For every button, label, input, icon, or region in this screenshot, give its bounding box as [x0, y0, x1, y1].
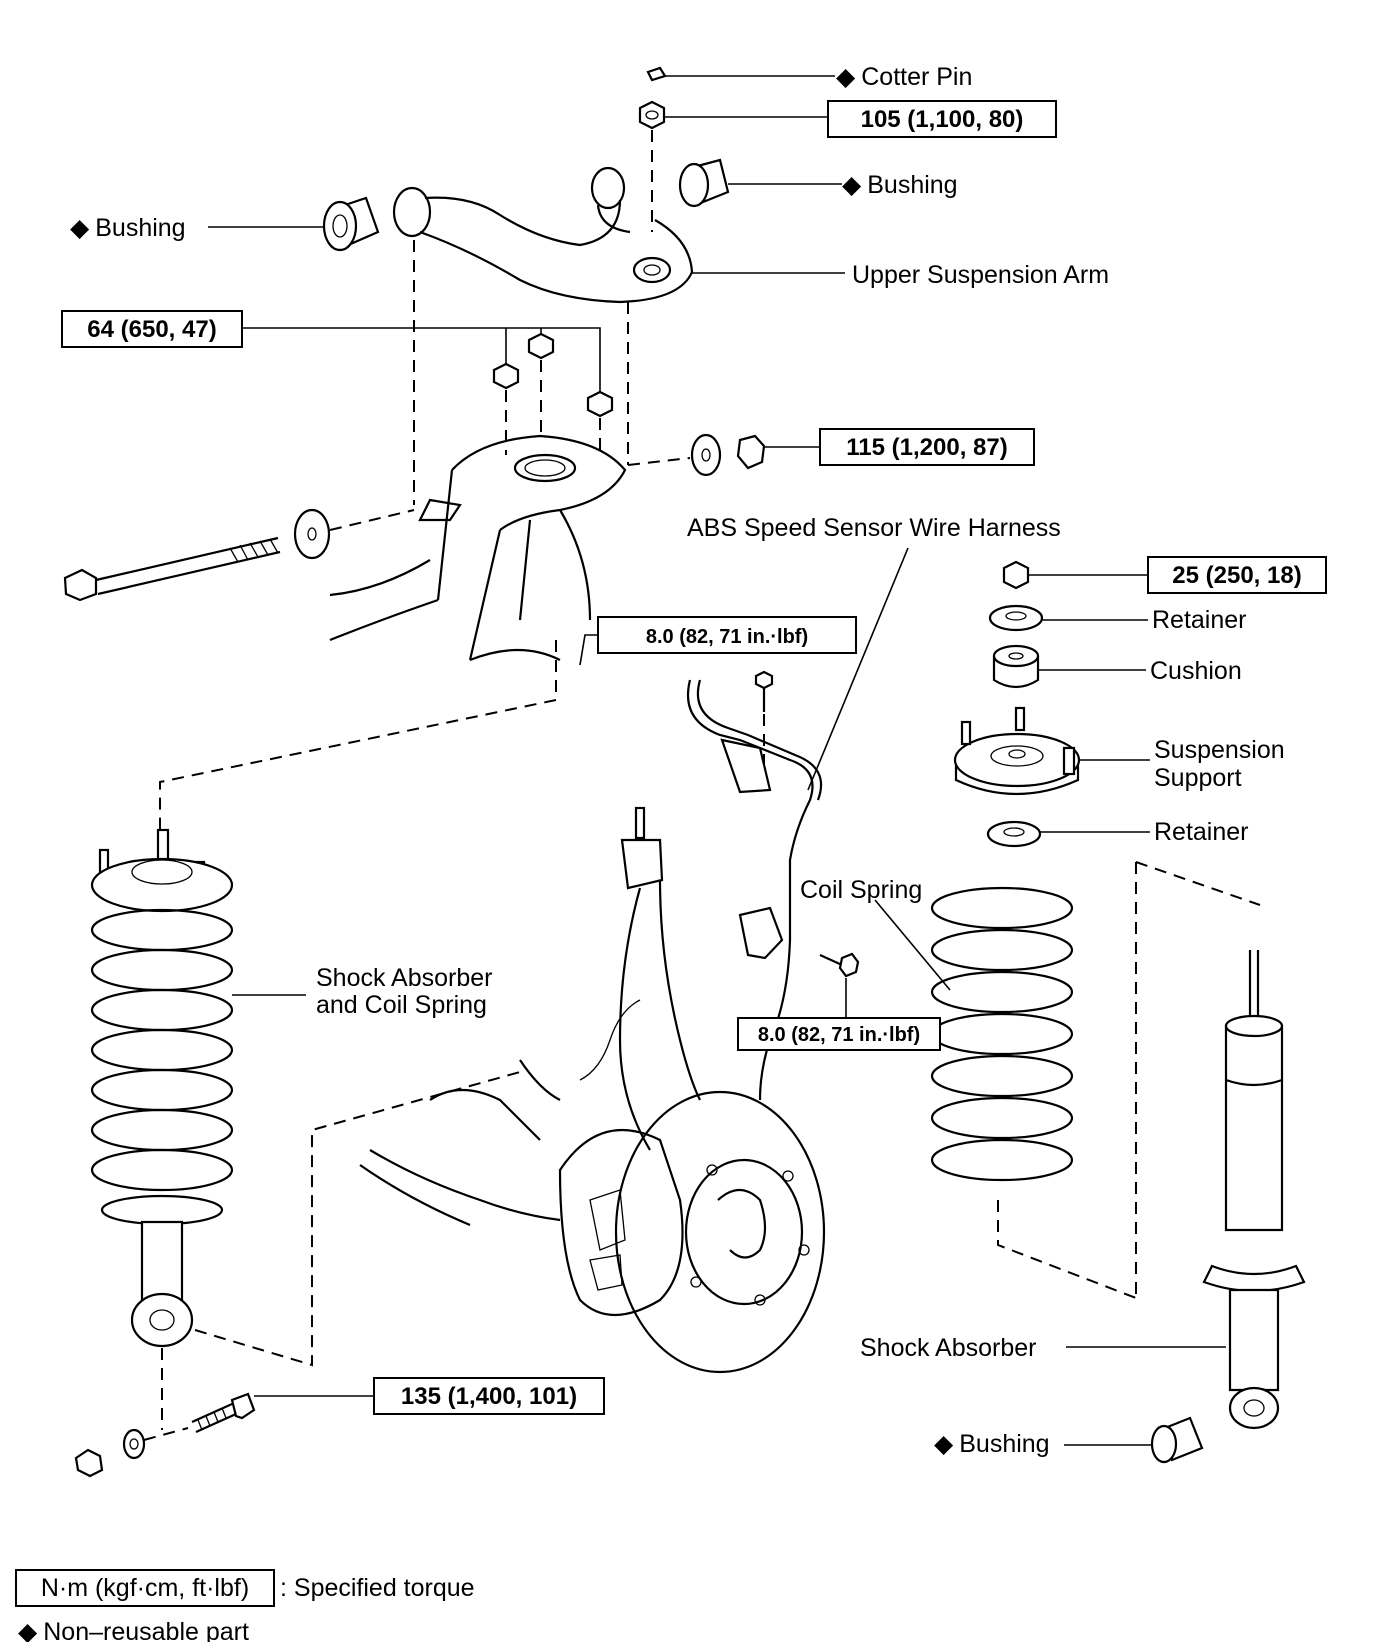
torque-box-abs-bolt-top: 8.0 (82, 71 in.·lbf)	[579, 616, 857, 666]
torque-box-lower-bolt: 135 (1,400, 101)	[373, 1377, 605, 1415]
label-bushing-top-right: Bushing	[867, 171, 957, 199]
retainer-top-part	[988, 604, 1148, 632]
castle-nut-part	[638, 100, 828, 130]
label-bushing-bottom: Bushing	[959, 1430, 1049, 1458]
svg-text:◆Bushing: ◆Bushing	[934, 1430, 1050, 1458]
steering-knuckle-and-disc-part	[359, 806, 826, 1374]
svg-text:115 (1,200, 87): 115 (1,200, 87)	[846, 434, 1007, 461]
coil-spring-part	[874, 886, 1074, 1182]
svg-text:◆Non–reusable part: ◆Non–reusable part	[18, 1618, 249, 1642]
torque-box-arm-bolts: 64 (650, 47)	[61, 310, 601, 395]
label-shock-coil-2: and Coil Spring	[316, 991, 487, 1019]
label-bushing-top-left: Bushing	[95, 214, 185, 242]
label-cotter-pin: Cotter Pin	[861, 63, 972, 91]
svg-text:25 (250, 18): 25 (250, 18)	[1172, 562, 1301, 589]
legend-unit-desc: : Specified torque	[280, 1574, 475, 1602]
svg-text:8.0 (82, 71 in.·lbf): 8.0 (82, 71 in.·lbf)	[646, 626, 808, 648]
label-coil-spring: Coil Spring	[800, 876, 922, 904]
svg-text:◆Bushing: ◆Bushing	[842, 171, 958, 199]
legend-unit-box: N·m (kgf·cm, ft·lbf)	[41, 1574, 249, 1602]
legend-torque: N·m (kgf·cm, ft·lbf) : Specified torque	[15, 1569, 475, 1607]
long-bolt-part	[63, 508, 331, 602]
bushing-top-left-part	[208, 196, 380, 252]
frame-bracket-part	[329, 434, 627, 662]
shock-and-coil-spring-assembly-part	[90, 828, 306, 1348]
label-upper-suspension-arm: Upper Suspension Arm	[852, 261, 1109, 289]
torque-box-support-nut: 25 (250, 18)	[1147, 556, 1327, 594]
label-retainer-bottom: Retainer	[1154, 818, 1249, 846]
legend-nonreusable-text: Non–reusable part	[43, 1618, 249, 1642]
suspension-support-part	[953, 706, 1150, 796]
retainer-bottom-part	[986, 820, 1150, 848]
abs-bolt-mid-part	[819, 952, 860, 1028]
cotter-pin-part	[646, 66, 835, 82]
torque-box-cotter-nut: 105 (1,100, 80)	[827, 100, 1057, 138]
svg-text:◆Bushing: ◆Bushing	[70, 214, 186, 242]
label-shock-absorber: Shock Absorber	[860, 1334, 1037, 1362]
legend-nonreusable: ◆Non–reusable part	[18, 1618, 249, 1642]
lower-bolt-part	[74, 1392, 374, 1478]
label-suspension-support-2: Support	[1154, 764, 1242, 792]
bushing-bottom-part	[1064, 1416, 1204, 1464]
washer-nut-arm	[690, 433, 820, 477]
label-retainer-top: Retainer	[1152, 606, 1247, 634]
abs-bolt-top-part	[754, 670, 774, 712]
label-cushion: Cushion	[1150, 657, 1242, 685]
svg-text:8.0 (82, 71 in.·lbf): 8.0 (82, 71 in.·lbf)	[758, 1024, 920, 1046]
torque-box-arm-nut: 115 (1,200, 87)	[819, 428, 1035, 466]
torque-box-abs-bolt-mid: 8.0 (82, 71 in.·lbf)	[737, 1017, 941, 1051]
svg-text:◆Cotter Pin: ◆Cotter Pin	[836, 63, 972, 91]
upper-suspension-arm-part	[392, 166, 845, 304]
label-abs-harness: ABS Speed Sensor Wire Harness	[687, 514, 1061, 542]
cushion-part	[992, 644, 1146, 689]
svg-text:105 (1,100, 80): 105 (1,100, 80)	[861, 106, 1024, 133]
support-nut-part	[1002, 560, 1148, 590]
arm-mount-nuts	[492, 332, 614, 418]
label-shock-coil-1: Shock Absorber	[316, 964, 493, 992]
label-suspension-support-1: Suspension	[1154, 736, 1285, 764]
shock-absorber-part	[1066, 950, 1306, 1430]
svg-text:64 (650, 47): 64 (650, 47)	[87, 316, 216, 343]
svg-text:135 (1,400, 101): 135 (1,400, 101)	[401, 1383, 577, 1410]
bushing-top-right-part	[678, 158, 842, 208]
